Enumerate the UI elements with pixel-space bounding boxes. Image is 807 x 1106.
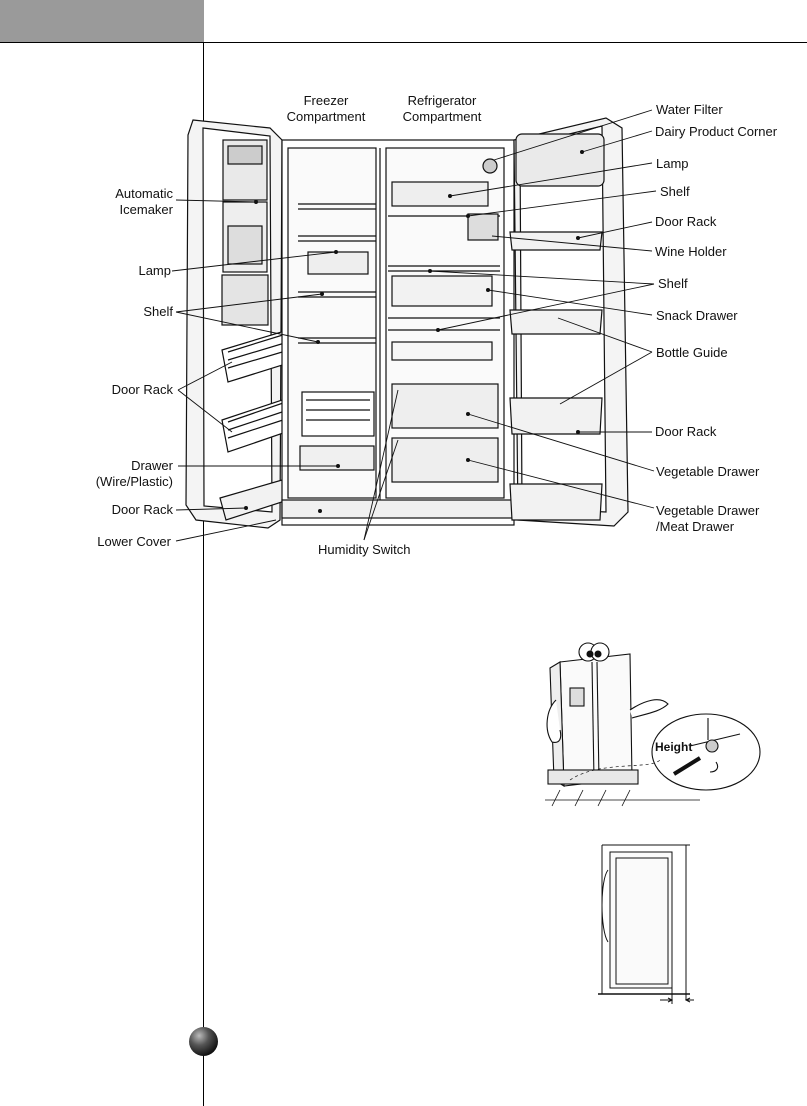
door-rack-bottom	[509, 483, 603, 521]
door-rack-bottom-left-label: Door Rack	[111, 502, 173, 517]
water-filter-label: Water Filter	[656, 102, 723, 117]
freezer-compartment-label: Freezer Compartment	[286, 93, 366, 124]
bottle-guide-label: Bottle Guide	[656, 345, 728, 360]
header-rule	[0, 42, 807, 43]
shelf-top-label: Shelf	[660, 184, 690, 199]
snack-door-rack	[509, 309, 603, 335]
drawer-label: Drawer (Wire/Plastic)	[95, 458, 173, 489]
vegetable-drawer-label: Vegetable Drawer	[656, 464, 760, 479]
lamp-right-label: Lamp	[656, 156, 689, 171]
wine-holder-label: Wine Holder	[655, 244, 727, 259]
automatic-icemaker-label: Automatic Icemaker	[115, 186, 173, 217]
door-rack-lower-label: Door Rack	[655, 424, 717, 439]
lower-cover-label: Lower Cover	[97, 534, 171, 549]
dairy-product-corner-label: Dairy Product Corner	[655, 124, 778, 139]
refrigerator-compartment-label: Refrigerator Compartment	[402, 93, 482, 124]
freezer-wire-drawer	[301, 391, 375, 437]
height-label: Height	[655, 740, 693, 754]
shelf-right-label: Shelf	[658, 276, 688, 291]
vegetable-drawer	[391, 383, 499, 429]
page-number-dot	[189, 1027, 218, 1056]
vegetable-meat-drawer	[391, 437, 499, 483]
fridge-lamp	[391, 181, 489, 207]
shelf-left-label: Shelf	[143, 304, 173, 319]
margin-rule	[203, 42, 204, 1106]
humidity-switch-label: Humidity Switch	[318, 542, 411, 557]
door-rack-left-label: Door Rack	[111, 382, 173, 397]
door-rack-right-label: Door Rack	[655, 214, 717, 229]
snack-drawer-label: Snack Drawer	[656, 308, 738, 323]
dairy-corner	[515, 133, 605, 187]
water-filter-knob	[482, 158, 498, 174]
header-tab	[0, 0, 204, 42]
snack-drawer	[391, 275, 493, 307]
vegetable-meat-drawer-label: Vegetable Drawer /Meat Drawer	[656, 503, 760, 534]
fridge-side	[609, 851, 673, 989]
lamp-left-label: Lamp	[138, 263, 171, 278]
